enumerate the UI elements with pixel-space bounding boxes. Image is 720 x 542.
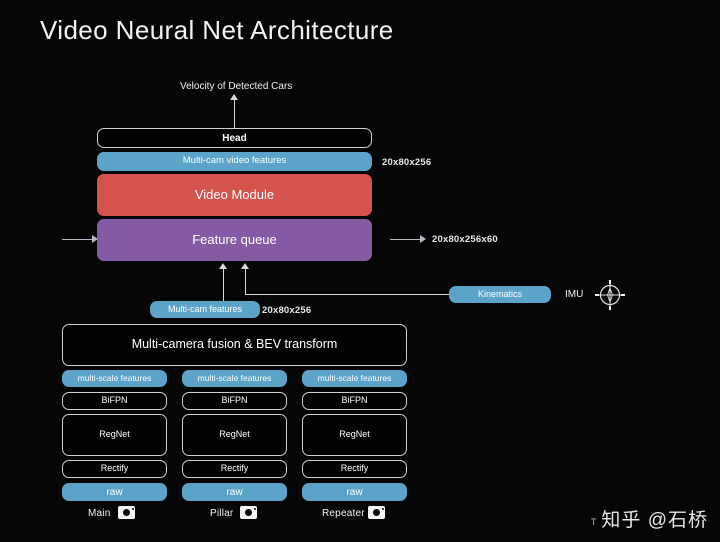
multi-cam-features-box[interactable]: Multi-cam features xyxy=(150,301,260,318)
camera-label-repeater: Repeater xyxy=(322,508,365,519)
multi-cam-features-dims: 20x80x256 xyxy=(262,305,312,316)
bifpn-box-1[interactable]: BiFPN xyxy=(62,392,167,410)
camera-label-main: Main xyxy=(88,508,111,519)
camera-icon-repeater xyxy=(368,506,385,519)
camera-label-pillar: Pillar xyxy=(210,508,234,519)
raw-box-3[interactable]: raw xyxy=(302,483,407,501)
multi-cam-video-features-dims: 20x80x256 xyxy=(382,157,432,168)
connector-feature-queue-out xyxy=(390,239,422,240)
camera-icon-pillar xyxy=(240,506,257,519)
page-title: Video Neural Net Architecture xyxy=(40,15,394,45)
rectify-box-3[interactable]: Rectify xyxy=(302,460,407,478)
arrowhead-head-to-output xyxy=(230,94,238,100)
watermark-text: 知乎 @石桥 xyxy=(601,510,708,531)
raw-box-1[interactable]: raw xyxy=(62,483,167,501)
multi-scale-features-box-3[interactable]: multi-scale features xyxy=(302,370,407,387)
watermark: T 知乎 @石桥 xyxy=(591,505,708,532)
arrowhead-feature-queue-in xyxy=(92,235,98,243)
multi-scale-features-box-1[interactable]: multi-scale features xyxy=(62,370,167,387)
video-module-box[interactable]: Video Module xyxy=(97,174,372,216)
imu-label: IMU xyxy=(565,289,584,300)
multi-scale-features-box-2[interactable]: multi-scale features xyxy=(182,370,287,387)
imu-compass-icon xyxy=(593,278,627,317)
feature-queue-dims: 20x80x256x60 xyxy=(432,234,498,245)
connector-head-to-output xyxy=(234,96,235,128)
rectify-box-1[interactable]: Rectify xyxy=(62,460,167,478)
regnet-box-2[interactable]: RegNet xyxy=(182,414,287,456)
head-box[interactable]: Head xyxy=(97,128,372,148)
multi-cam-video-features-box[interactable]: Multi-cam video features xyxy=(97,152,372,171)
bifpn-box-3[interactable]: BiFPN xyxy=(302,392,407,410)
connector-kinematics-to-queue xyxy=(245,268,246,294)
connector-feature-queue-in xyxy=(62,239,94,240)
watermark-prefix: T xyxy=(590,517,598,527)
fusion-bev-box[interactable]: Multi-camera fusion & BEV transform xyxy=(62,324,407,366)
camera-icon-main xyxy=(118,506,135,519)
raw-box-2[interactable]: raw xyxy=(182,483,287,501)
bifpn-box-2[interactable]: BiFPN xyxy=(182,392,287,410)
connector-kinematics-horizontal xyxy=(245,294,450,295)
connector-multicam-to-queue xyxy=(223,268,224,301)
rectify-box-2[interactable]: Rectify xyxy=(182,460,287,478)
arrowhead-kinematics-to-queue xyxy=(241,263,249,269)
kinematics-box[interactable]: Kinematics xyxy=(449,286,551,303)
regnet-box-1[interactable]: RegNet xyxy=(62,414,167,456)
output-label: Velocity of Detected Cars xyxy=(180,81,293,92)
arrowhead-feature-queue-out xyxy=(420,235,426,243)
arrowhead-multicam-to-queue xyxy=(219,263,227,269)
regnet-box-3[interactable]: RegNet xyxy=(302,414,407,456)
feature-queue-box[interactable]: Feature queue xyxy=(97,219,372,261)
